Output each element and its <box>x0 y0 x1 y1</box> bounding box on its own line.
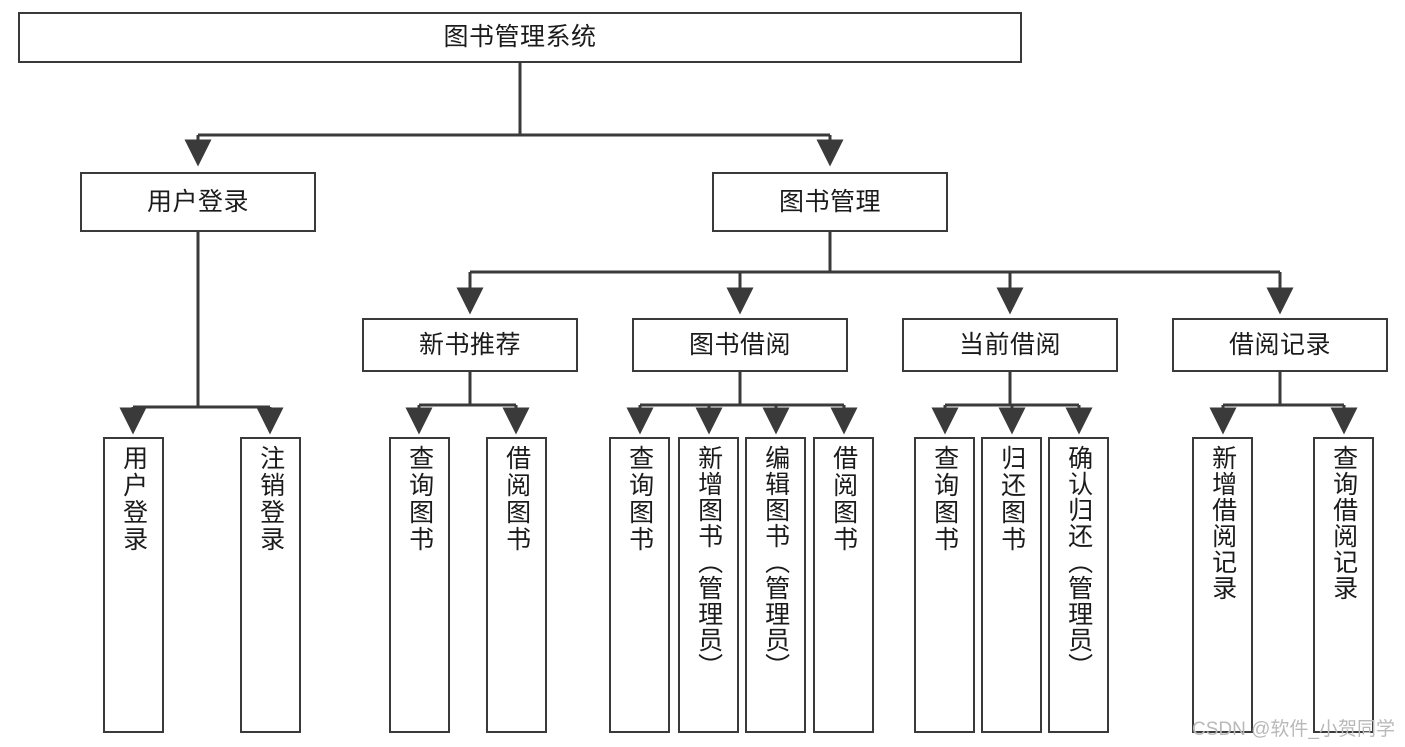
csdn-watermark: CSDN @软件_小贺同学 <box>1192 719 1395 740</box>
node-borrow-record[interactable]: 借阅记录 <box>1172 318 1388 372</box>
node-label: 查询图书 <box>405 445 434 553</box>
node-current-borrow[interactable]: 当前借阅 <box>902 318 1118 372</box>
node-label: 图书管理系统 <box>443 23 597 52</box>
leaf-current-borrow-return[interactable]: 归还图书 <box>981 437 1042 733</box>
node-label: 确认归还（管理员） <box>1064 445 1093 679</box>
leaf-user-login-logout[interactable]: 注销登录 <box>240 437 301 733</box>
leaf-current-borrow-query[interactable]: 查询图书 <box>914 437 975 733</box>
node-label: 新增借阅记录 <box>1208 445 1237 601</box>
node-root-system[interactable]: 图书管理系统 <box>18 12 1022 63</box>
node-label: 用户登录 <box>146 187 249 216</box>
leaf-borrow-record-add[interactable]: 新增借阅记录 <box>1192 437 1253 733</box>
node-label: 归还图书 <box>997 445 1026 553</box>
node-book-management[interactable]: 图书管理 <box>712 172 948 232</box>
node-label: 查询借阅记录 <box>1329 445 1358 601</box>
node-user-login[interactable]: 用户登录 <box>80 172 316 232</box>
node-label: 借阅记录 <box>1228 330 1331 359</box>
node-label: 编辑图书（管理员） <box>761 445 790 679</box>
node-label: 图书借阅 <box>688 330 791 359</box>
leaf-book-borrow-edit-admin[interactable]: 编辑图书（管理员） <box>745 437 806 733</box>
node-label: 图书管理 <box>778 187 881 216</box>
leaf-current-borrow-confirm-admin[interactable]: 确认归还（管理员） <box>1048 437 1109 733</box>
node-label: 借阅图书 <box>829 445 858 553</box>
node-label: 当前借阅 <box>958 330 1061 359</box>
node-label: 用户登录 <box>119 445 148 553</box>
node-label: 注销登录 <box>256 445 285 553</box>
leaf-book-borrow-borrow[interactable]: 借阅图书 <box>813 437 874 733</box>
node-label: 查询图书 <box>625 445 654 553</box>
leaf-book-borrow-add-admin[interactable]: 新增图书（管理员） <box>678 437 739 733</box>
leaf-book-borrow-query[interactable]: 查询图书 <box>609 437 670 733</box>
leaf-borrow-record-query[interactable]: 查询借阅记录 <box>1313 437 1374 733</box>
node-book-borrow[interactable]: 图书借阅 <box>632 318 848 372</box>
node-label: 借阅图书 <box>502 445 531 553</box>
leaf-new-book-borrow[interactable]: 借阅图书 <box>486 437 547 733</box>
leaf-new-book-query[interactable]: 查询图书 <box>389 437 450 733</box>
node-new-book-recommend[interactable]: 新书推荐 <box>362 318 578 372</box>
node-label: 新增图书（管理员） <box>694 445 723 679</box>
node-label: 查询图书 <box>930 445 959 553</box>
node-label: 新书推荐 <box>418 330 521 359</box>
leaf-user-login-login[interactable]: 用户登录 <box>103 437 164 733</box>
